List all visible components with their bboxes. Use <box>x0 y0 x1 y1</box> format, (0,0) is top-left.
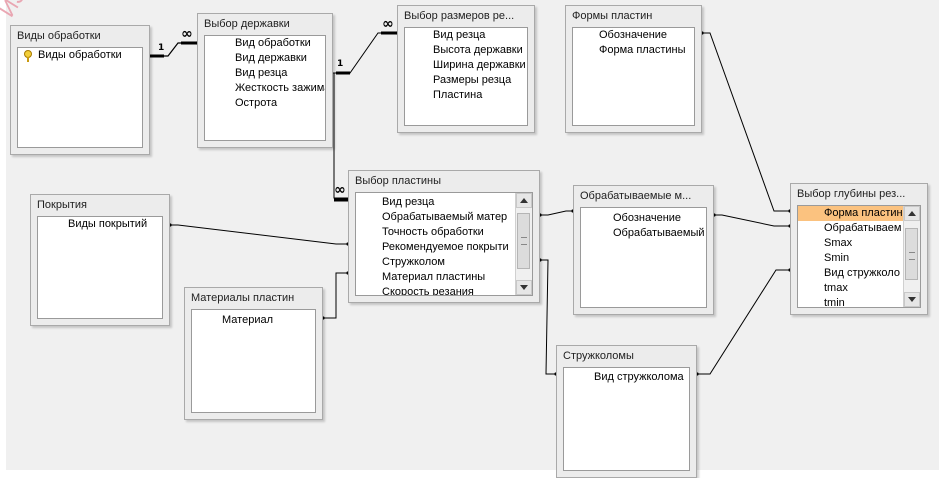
table-title[interactable]: Покрытия <box>37 199 87 211</box>
field-item[interactable]: Материал <box>222 314 273 326</box>
link-derzhavka-plastina <box>332 72 348 199</box>
field-item-selected[interactable]: Форма пластин <box>798 206 920 221</box>
field-item[interactable]: Размеры резца <box>433 74 512 86</box>
link-materialy-plastina <box>323 272 348 319</box>
field-item[interactable]: Материал пластины <box>382 271 486 283</box>
link-plastina-struzh <box>540 259 556 375</box>
field-item[interactable]: Пластина <box>433 89 483 101</box>
cardinality-many-label: ∞ <box>334 182 346 198</box>
field-item[interactable]: Вид резца <box>433 29 486 41</box>
scroll-up-icon[interactable] <box>516 193 532 208</box>
table-formy-plastin[interactable]: Формы пластин Обозначение Форма пластины <box>565 5 702 133</box>
link-plastina-obrab <box>540 210 573 216</box>
field-item[interactable]: Виды обработки <box>18 48 142 63</box>
scroll-down-icon[interactable] <box>516 280 532 295</box>
field-item[interactable]: Скорость резания <box>382 286 474 296</box>
scroll-up-icon[interactable] <box>904 206 920 221</box>
field-item[interactable]: Вид обработки <box>235 37 311 49</box>
field-list: Вид резца Высота державки Ширина державк… <box>404 27 528 126</box>
table-title[interactable]: Обрабатываемые м... <box>580 190 692 202</box>
field-list: Вид стружколома <box>563 367 690 471</box>
link-obrab-glubina <box>714 214 790 227</box>
field-item[interactable]: Вид резца <box>382 196 435 208</box>
field-item[interactable]: Обозначение <box>599 29 668 41</box>
cardinality-one-label: 1 <box>337 59 344 69</box>
field-item[interactable]: Стружколом <box>382 256 445 268</box>
field-list: Вид обработки Вид державки Вид резца Жес… <box>204 35 326 141</box>
field-item[interactable]: Вид стружколома <box>594 371 684 383</box>
table-vidy-obrabotki[interactable]: Виды обработки Виды обработки <box>10 25 150 155</box>
field-list: Обозначение Форма пластины <box>572 27 695 126</box>
field-item[interactable]: tmax <box>824 282 848 294</box>
scroll-thumb[interactable] <box>905 228 918 280</box>
field-item[interactable]: Жесткость зажима <box>235 82 325 94</box>
table-obrabatyvaemye[interactable]: Обрабатываемые м... Обозначение Обрабаты… <box>573 185 714 315</box>
field-item[interactable]: Вид стружколо <box>824 267 900 279</box>
table-materialy-plastin[interactable]: Материалы пластин Материал <box>184 287 323 420</box>
table-vybor-plastiny[interactable]: Выбор пластины Вид резца Обрабатываемый … <box>348 170 540 303</box>
field-item[interactable]: Виды покрытий <box>68 218 148 230</box>
link-pokrytiya-plastina <box>170 224 348 245</box>
cardinality-many-label: ∞ <box>382 16 394 32</box>
field-item[interactable]: Smax <box>824 237 853 249</box>
table-struzhkolomy[interactable]: Стружколомы Вид стружколома <box>556 345 697 478</box>
table-title[interactable]: Выбор державки <box>204 18 290 30</box>
table-title[interactable]: Стружколомы <box>563 350 634 362</box>
cardinality-one-label: 1 <box>158 43 165 53</box>
field-item[interactable]: Точность обработки <box>382 226 484 238</box>
field-item[interactable]: Smin <box>824 252 850 264</box>
table-title[interactable]: Выбор глубины рез... <box>797 188 906 200</box>
table-vybor-glubiny[interactable]: Выбор глубины рез... Форма пластин Обраб… <box>790 183 928 315</box>
field-item[interactable]: Форма пластины <box>599 44 686 56</box>
vertical-scrollbar[interactable] <box>515 193 532 295</box>
field-list: Обозначение Обрабатываемый <box>580 207 707 308</box>
field-item[interactable]: Высота державки <box>433 44 523 56</box>
field-item[interactable]: Обрабатываемый <box>613 227 705 239</box>
field-item[interactable]: Ширина державки <box>433 59 526 71</box>
table-title[interactable]: Выбор пластины <box>355 175 441 187</box>
table-vybor-derzhavki[interactable]: Выбор державки Вид обработки Вид державк… <box>197 13 333 148</box>
field-list: Виды обработки <box>17 47 143 148</box>
vertical-scrollbar[interactable] <box>903 206 920 307</box>
field-item[interactable]: Обозначение <box>613 212 682 224</box>
field-item[interactable]: Острота <box>235 97 278 109</box>
table-title[interactable]: Виды обработки <box>17 30 101 42</box>
field-list: Материал <box>191 309 316 413</box>
field-list: Виды покрытий <box>37 216 163 319</box>
field-item[interactable]: Вид резца <box>235 66 325 81</box>
scroll-down-icon[interactable] <box>904 292 920 307</box>
field-item[interactable]: Обрабатываем <box>824 222 902 234</box>
table-title[interactable]: Выбор размеров ре... <box>404 10 515 22</box>
table-pokrytiya[interactable]: Покрытия Виды покрытий <box>30 194 170 326</box>
scroll-thumb[interactable] <box>517 213 530 269</box>
table-vybor-razmerov[interactable]: Выбор размеров ре... Вид резца Высота де… <box>397 5 535 133</box>
field-list: Форма пластин Обрабатываем Smax Smin Вид… <box>797 205 921 308</box>
field-item[interactable]: Обрабатываемый матер <box>382 211 508 223</box>
field-item[interactable]: Рекомендуемое покрыти <box>382 241 509 253</box>
field-list: Вид резца Обрабатываемый матер Точность … <box>355 192 533 296</box>
table-title[interactable]: Формы пластин <box>572 10 653 22</box>
link-struzh-glubina <box>697 269 790 375</box>
cardinality-many-label: ∞ <box>181 26 193 42</box>
field-item[interactable]: Вид державки <box>235 52 307 64</box>
link-formy-glubina <box>702 32 790 212</box>
field-item[interactable]: tmin <box>824 297 845 308</box>
primary-key-icon <box>24 50 32 62</box>
table-title[interactable]: Материалы пластин <box>191 292 295 304</box>
